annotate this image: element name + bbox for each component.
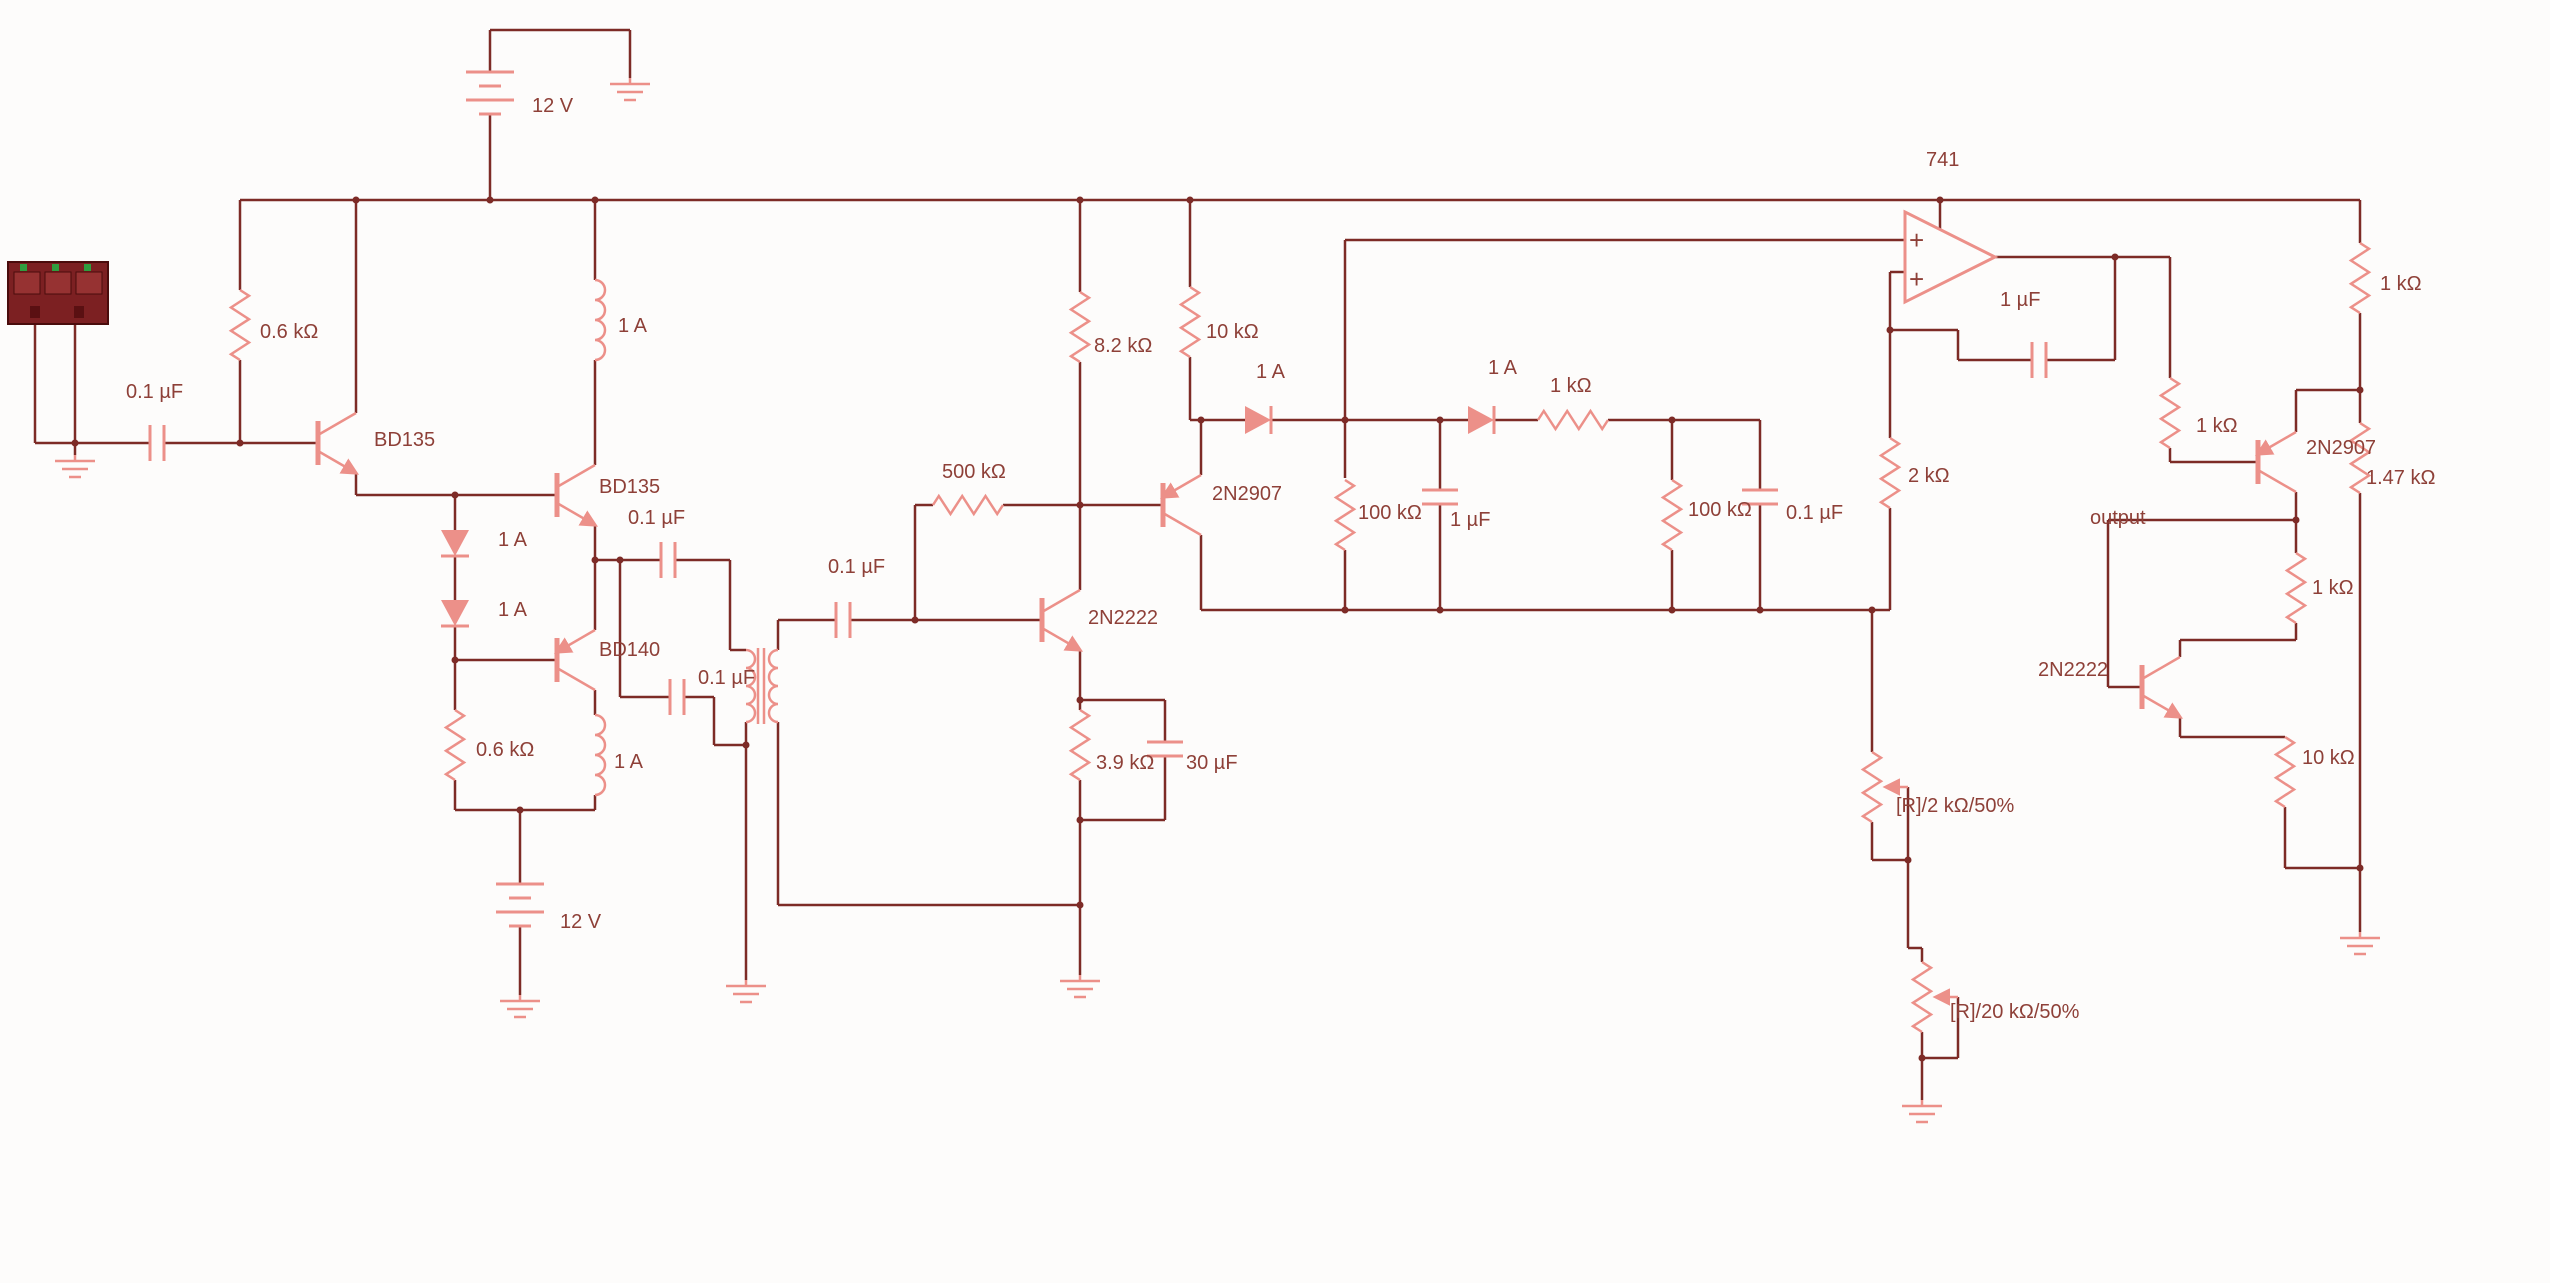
potentiometer-20k[interactable]: [1911, 960, 1958, 1034]
cap-coupling-0.1uF: [659, 542, 677, 578]
cap-base-0.1uF: [834, 602, 852, 638]
diode-1a-1: [441, 530, 469, 558]
transistor-2n2907-1[interactable]: [1159, 473, 1202, 537]
label-opamp-plus-top: +: [1909, 225, 1924, 255]
transistor-2n2222-2[interactable]: [2139, 655, 2184, 719]
resistor-1k-topright: [2349, 241, 2371, 315]
cap-input-0.1uF: [148, 425, 166, 461]
capacitors[interactable]: [148, 342, 2048, 758]
wires-amp-section: [776, 200, 1167, 975]
label-r-1k-mid: 1 kΩ: [2312, 577, 2354, 599]
battery-bottom-12v[interactable]: [496, 882, 544, 928]
diodes[interactable]: [441, 406, 1496, 628]
resistor-0.6k-top: [229, 288, 251, 362]
resistors[interactable]: [229, 241, 2371, 809]
label-diode3: 1 A: [1256, 361, 1286, 383]
label-cap-amp-in: 0.1 µF: [828, 556, 885, 578]
label-pot2: [R]/20 kΩ/50%: [1950, 1001, 2080, 1023]
wires-top-bus: [240, 28, 2360, 229]
label-opamp-741: 741: [1926, 149, 1959, 171]
transistor-2n2907-2[interactable]: [2254, 430, 2297, 494]
label-cap-1uF: 1 µF: [1450, 509, 1490, 531]
label-cap-0.1uF-filter: 0.1 µF: [1786, 502, 1843, 524]
label-r-emitter: 0.6 kΩ: [476, 739, 534, 761]
label-cap-input: 0.1 µF: [126, 381, 183, 403]
label-diode4: 1 A: [1488, 357, 1518, 379]
labels: 12 V 12 V 0.1 µF 0.6 kΩ BD135 1 A BD135 …: [126, 95, 2435, 1023]
wires-output-section: [2106, 200, 2362, 932]
label-cap-feedback: 1 µF: [2000, 289, 2040, 311]
resistor-10k: [1179, 285, 1201, 359]
wires-detector-section: [1188, 200, 1905, 612]
junction-dots: [71, 196, 2364, 1062]
label-battery-bottom: 12 V: [560, 911, 602, 933]
battery-top-12v[interactable]: [466, 70, 514, 116]
resistor-100k-1: [1334, 478, 1356, 552]
cap-0.1uF-filter: [1742, 488, 1778, 506]
label-cap-30uF: 30 µF: [1186, 752, 1238, 774]
cap-1uF-filter: [1422, 488, 1458, 506]
label-diode1: 1 A: [498, 529, 528, 551]
label-r-8.2k: 8.2 kΩ: [1094, 335, 1152, 357]
diode-1a-3: [1245, 406, 1273, 434]
cap-1uF-feedback: [2030, 342, 2048, 378]
resistor-10k-right: [2274, 735, 2296, 809]
opamp-741[interactable]: [1903, 209, 1999, 305]
terminal-block[interactable]: [7, 261, 109, 325]
resistor-500k: [931, 494, 1005, 516]
label-r-1.47k: 1.47 kΩ: [2366, 467, 2435, 489]
label-r-1k-drive: 1 kΩ: [2196, 415, 2238, 437]
label-q1: BD135: [374, 429, 435, 451]
resistor-3.9k: [1069, 708, 1091, 782]
inductor-1a-top[interactable]: [593, 278, 607, 362]
resistor-100k-2: [1661, 478, 1683, 552]
label-q4: 2N2222: [1088, 607, 1158, 629]
label-r-500k: 500 kΩ: [942, 461, 1006, 483]
label-q3: BD140: [599, 639, 660, 661]
diode-1a-4: [1468, 406, 1496, 434]
label-r-3.9k: 3.9 kΩ: [1096, 752, 1154, 774]
resistor-1k-series: [1536, 409, 1610, 431]
label-r-10k-right: 10 kΩ: [2302, 747, 2355, 769]
label-q2: BD135: [599, 476, 660, 498]
label-diode2: 1 A: [498, 599, 528, 621]
label-r-10k: 10 kΩ: [1206, 321, 1259, 343]
wires-opamp-section: [1870, 255, 2170, 1100]
label-pot1: [R]/2 kΩ/50%: [1896, 795, 2015, 817]
resistor-1k-drive: [2159, 376, 2181, 450]
transistor-bd135-2[interactable]: [554, 463, 599, 527]
wires-pushpull-section: [453, 200, 748, 995]
label-r-bias: 0.6 kΩ: [260, 321, 318, 343]
cap-transformer-0.1uF: [668, 679, 686, 715]
label-q6: 2N2907: [2306, 437, 2376, 459]
label-opamp-plus-bottom: +: [1909, 264, 1924, 294]
label-r-100k-1: 100 kΩ: [1358, 502, 1422, 524]
label-r-1k-topright: 1 kΩ: [2380, 273, 2422, 295]
label-r-100k-2: 100 kΩ: [1688, 499, 1752, 521]
ground-symbol[interactable]: [53, 76, 2382, 1124]
label-q7: 2N2222: [2038, 659, 2108, 681]
potentiometer-2k[interactable]: [1861, 750, 1908, 824]
transformer[interactable]: [744, 648, 780, 724]
transistor-2n2222-1[interactable]: [1039, 588, 1084, 652]
resistor-1k-mid: [2285, 551, 2307, 625]
transistor-bd135-1[interactable]: [315, 411, 360, 475]
label-output: output: [2090, 507, 2146, 529]
label-cap-transformer: 0.1 µF: [698, 667, 755, 689]
resistor-0.6k-bottom: [444, 708, 466, 782]
cap-30uF: [1147, 740, 1183, 758]
label-q5: 2N2907: [1212, 483, 1282, 505]
label-choke-bottom: 1 A: [614, 751, 644, 773]
diode-1a-2: [441, 600, 469, 628]
label-r-2k: 2 kΩ: [1908, 465, 1950, 487]
transistor-bd140[interactable]: [553, 628, 596, 692]
label-cap-coupling: 0.1 µF: [628, 507, 685, 529]
label-battery-top: 12 V: [532, 95, 574, 117]
label-choke-top: 1 A: [618, 315, 648, 337]
resistor-2k: [1879, 436, 1901, 510]
label-r-1k-series: 1 kΩ: [1550, 375, 1592, 397]
inductor-1a-bottom[interactable]: [593, 713, 607, 797]
resistor-8.2k: [1069, 290, 1091, 364]
